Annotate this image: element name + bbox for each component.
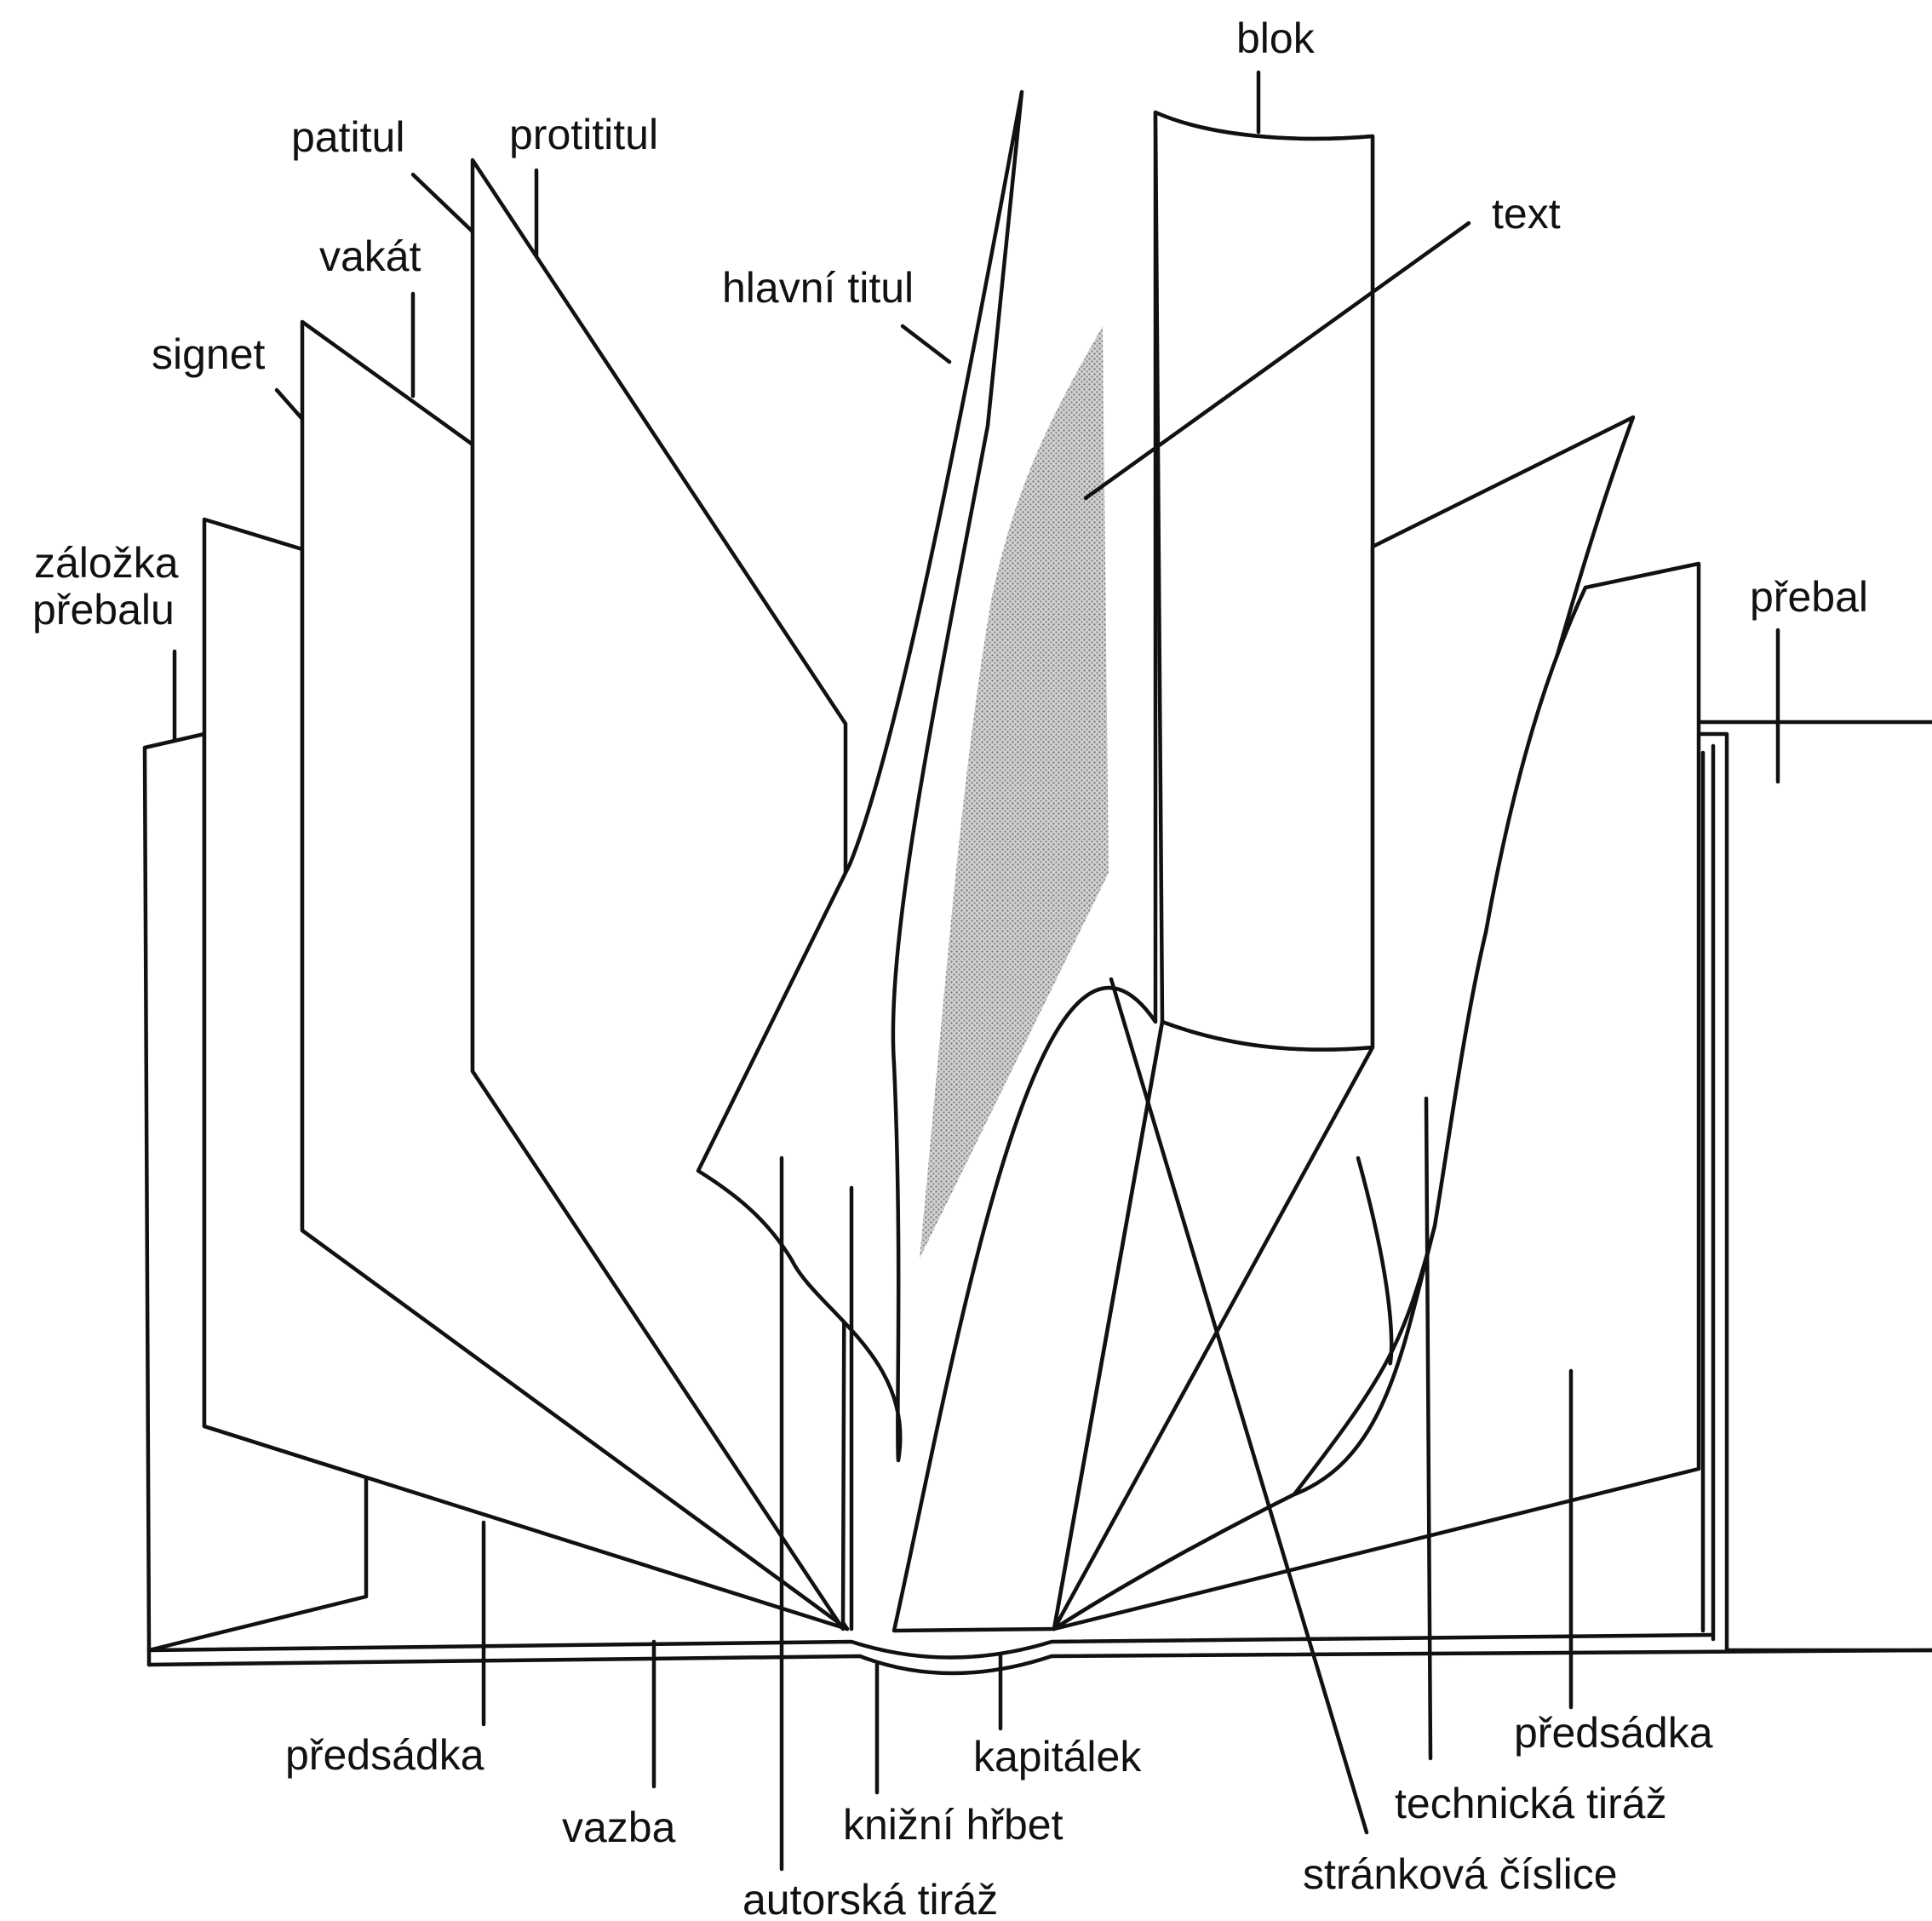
label-patitul: patitul <box>291 113 404 161</box>
label-protititul: protititul <box>509 111 658 158</box>
label-vazba: vazba <box>562 1803 676 1851</box>
label-signet: signet <box>152 330 266 378</box>
label-predsadka-right: předsádka <box>1514 1709 1713 1757</box>
label-knizni-hrbet: knižní hřbet <box>843 1801 1063 1849</box>
label-zalozka-line1: záložka <box>34 539 179 587</box>
label-strankova-cislice: stránková číslice <box>1303 1850 1618 1898</box>
label-technicka-tiraz: technická tiráž <box>1395 1780 1667 1827</box>
book-block-front <box>1155 112 1373 1050</box>
label-vakat: vakát <box>319 232 421 280</box>
label-predsadka-left: předsádka <box>285 1731 484 1779</box>
label-prebal: přebal <box>1750 573 1868 621</box>
label-autorska-tiraz: autorská tiráž <box>742 1876 998 1921</box>
label-blok: blok <box>1236 14 1316 62</box>
label-hlavni-titul: hlavní titul <box>722 264 914 312</box>
label-zalozka-line2: přebalu <box>32 586 175 634</box>
label-text: text <box>1492 190 1561 238</box>
label-kapitalek: kapitálek <box>973 1733 1142 1781</box>
